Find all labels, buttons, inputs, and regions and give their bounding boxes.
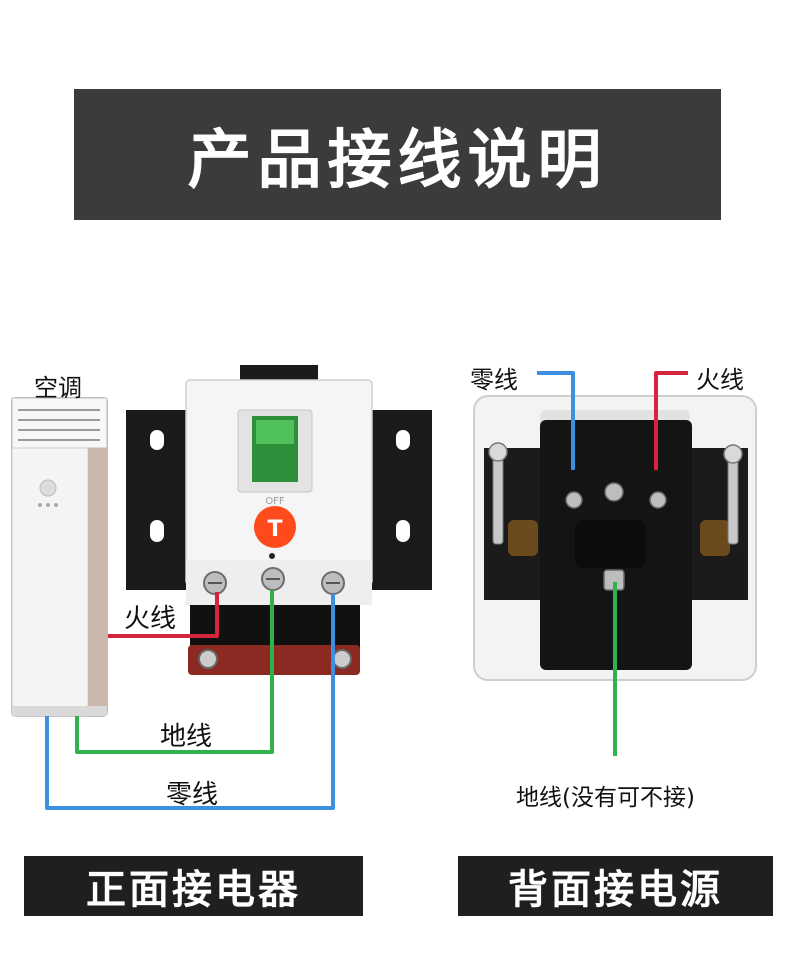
back-neutral-wire	[537, 371, 575, 470]
breaker-switch	[252, 416, 298, 482]
front-ground-label: 地线	[160, 722, 213, 752]
back-caption-text: 背面接电源	[508, 867, 723, 913]
back-live-wire	[654, 371, 688, 470]
front-neutral-label: 零线	[166, 780, 219, 810]
front-caption: 正面接电器	[24, 856, 363, 916]
appliance-label: 空调	[34, 374, 82, 402]
socket-back-plate	[473, 395, 757, 681]
terminal-screw-neutral	[321, 571, 345, 595]
back-live-label: 火线	[696, 366, 744, 394]
page-title: 产品接线说明	[187, 123, 608, 198]
back-neutral-label: 零线	[470, 366, 518, 394]
air-conditioner-icon	[11, 397, 108, 717]
back-ground-label: 地线(没有可不接)	[516, 785, 695, 811]
front-mounting-bracket	[126, 365, 432, 675]
test-button: T	[254, 506, 296, 548]
front-caption-text: 正面接电器	[86, 867, 301, 913]
back-terminal-neutral	[565, 491, 583, 509]
title-banner: 产品接线说明	[74, 89, 721, 220]
back-caption: 背面接电源	[458, 856, 773, 916]
front-live-wire	[108, 592, 219, 638]
test-button-label: T	[267, 517, 282, 542]
mounting-screw-right	[723, 444, 743, 545]
breaker-module: OFF T	[185, 379, 373, 605]
front-neutral-wire	[45, 594, 335, 810]
back-terminal-center	[604, 482, 624, 502]
back-terminal-live	[649, 491, 667, 509]
terminal-screw-ground	[261, 567, 285, 591]
mounting-screw-left	[488, 442, 508, 545]
terminal-screw-live	[203, 571, 227, 595]
breaker-off-label: OFF	[265, 496, 285, 507]
front-ground-wire	[75, 590, 274, 754]
front-live-label: 火线	[124, 604, 177, 634]
